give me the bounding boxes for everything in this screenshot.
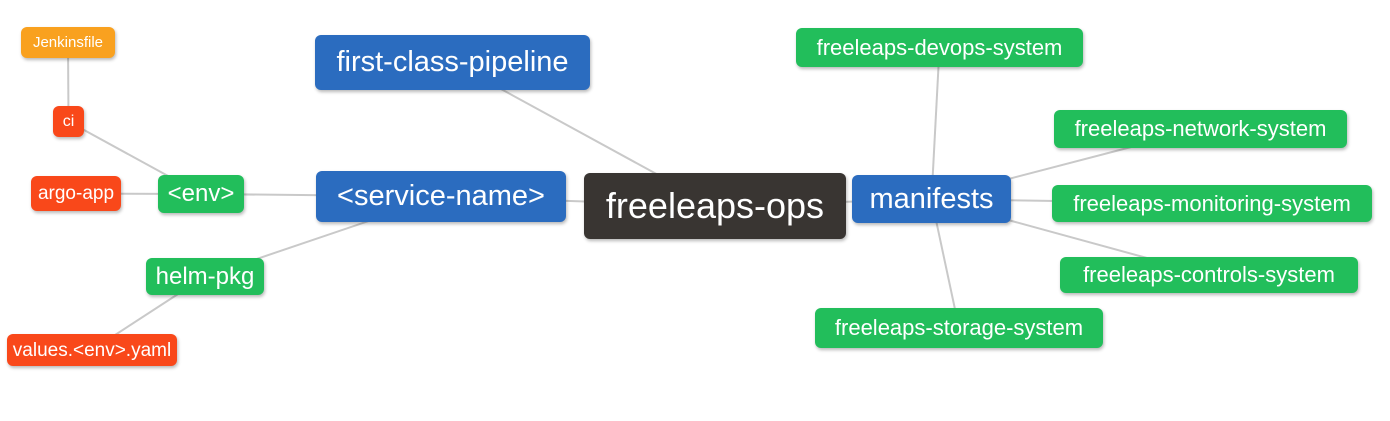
node-manifests[interactable]: manifests [852,175,1011,223]
node-argo-app[interactable]: argo-app [31,176,121,211]
node-values-env-yaml[interactable]: values.<env>.yaml [7,334,177,366]
node-jenkinsfile[interactable]: Jenkinsfile [21,27,115,58]
node-first-class-pipeline[interactable]: first-class-pipeline [315,35,590,90]
node-service-name[interactable]: <service-name> [316,171,566,222]
node-ci[interactable]: ci [53,106,84,137]
node-helm-pkg[interactable]: helm-pkg [146,258,264,295]
node-env[interactable]: <env> [158,175,244,213]
node-freeleaps-controls-system[interactable]: freeleaps-controls-system [1060,257,1358,293]
node-freeleaps-storage-system[interactable]: freeleaps-storage-system [815,308,1103,348]
node-freeleaps-network-system[interactable]: freeleaps-network-system [1054,110,1347,148]
node-freeleaps-devops-system[interactable]: freeleaps-devops-system [796,28,1083,67]
node-freeleaps-monitoring-system[interactable]: freeleaps-monitoring-system [1052,185,1372,222]
edge-manifests-freeleaps-devops-system [930,47,941,200]
node-freeleaps-ops[interactable]: freeleaps-ops [584,173,846,239]
